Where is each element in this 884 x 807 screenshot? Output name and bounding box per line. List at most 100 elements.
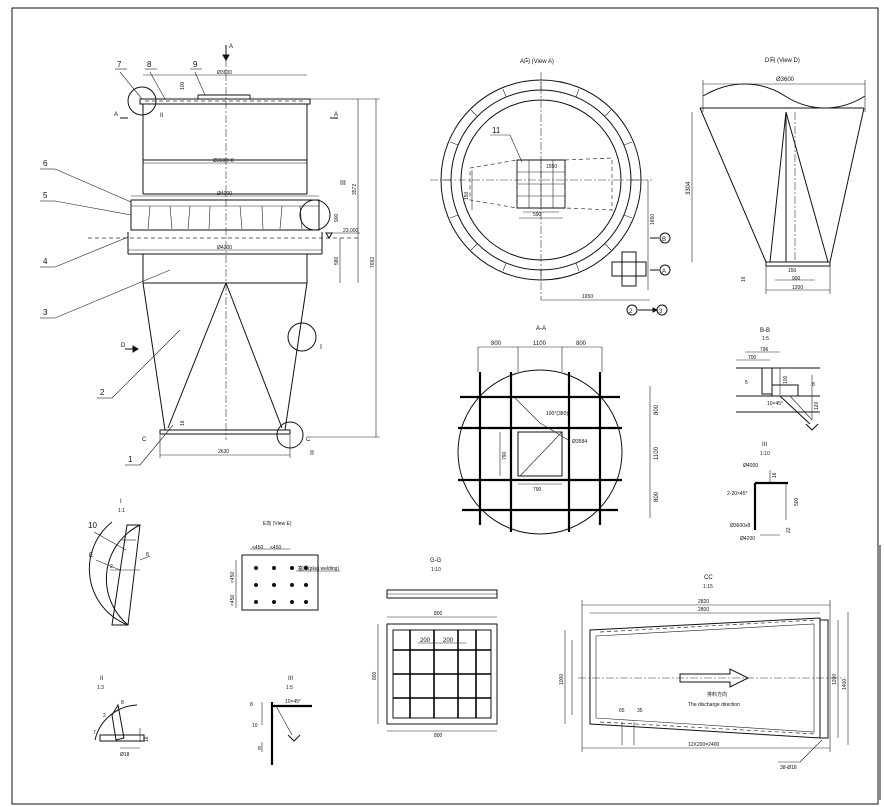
detail-iii-small bbox=[261, 702, 312, 765]
detail-iii-small-weld: 10×45° bbox=[285, 699, 301, 705]
section-aa-dim-w2: 1100 bbox=[533, 341, 547, 347]
section-mark-c-right: C bbox=[306, 437, 311, 443]
detail-i-label-2: 2 bbox=[110, 564, 113, 570]
section-aa-dim-dia: Ø3584 bbox=[572, 439, 587, 445]
callout-label-i: I bbox=[320, 344, 322, 351]
view-e-pitch-1: <450 bbox=[252, 545, 263, 551]
section-aa-dim-h2: 1100 bbox=[654, 446, 660, 460]
section-cc-dim-right1: 1200 bbox=[832, 674, 838, 685]
detail-iii-right bbox=[753, 470, 788, 536]
dim-bottom-h: 16 bbox=[180, 420, 186, 426]
detail-iii-dim-4200: Ø4200 bbox=[740, 536, 755, 542]
detail-i-label-8: 8 bbox=[146, 552, 149, 558]
section-aa bbox=[457, 346, 651, 535]
view-e-pitch-4: <450 bbox=[230, 595, 236, 606]
balloon-5: 5 bbox=[43, 191, 48, 200]
bottom-flange bbox=[159, 429, 291, 435]
detail-iii-small-dim-8: 8 bbox=[250, 702, 253, 708]
view-a-marker-2: 2 bbox=[629, 309, 633, 315]
stiffener-ring bbox=[130, 199, 320, 231]
section-cc-dim-top1: 2820 bbox=[698, 599, 709, 605]
balloon-9: 9 bbox=[193, 60, 198, 69]
detail-ii-scale: 1:3 bbox=[97, 685, 104, 691]
section-cc-flow-note: The discharge direction bbox=[688, 702, 740, 708]
balloon-2: 2 bbox=[100, 388, 105, 397]
detail-bb-weld: 10×45° bbox=[767, 401, 783, 407]
section-mark-a-right: A bbox=[334, 112, 338, 118]
balloon-6: 6 bbox=[43, 159, 48, 168]
detail-iii-dim-4000: Ø4000 bbox=[743, 463, 758, 469]
section-cc-flow-label: 排料方向 bbox=[707, 691, 727, 698]
section-cc-dim-left: 1000 bbox=[559, 674, 565, 685]
section-gg-dim-c2: 200 bbox=[443, 638, 454, 644]
detail-iii-small-dim-8b: 8 bbox=[258, 746, 261, 752]
view-e-pitch-3: <450 bbox=[230, 572, 236, 583]
detail-iii-weld: 2-20×45° bbox=[727, 491, 748, 497]
section-cc-dim-bottom: 12X200=2400 bbox=[688, 742, 720, 748]
section-mark-c-left: C bbox=[142, 437, 147, 443]
balloon-3: 3 bbox=[43, 308, 48, 317]
detail-i-title: I bbox=[120, 499, 122, 505]
dim-height-580: 580 bbox=[334, 256, 340, 265]
section-aa-dim-h1: 800 bbox=[654, 404, 660, 415]
balloon-10: 10 bbox=[88, 521, 97, 530]
section-gg-scale: 1:10 bbox=[431, 567, 441, 573]
view-a-marker-b: B bbox=[662, 237, 666, 243]
section-mark-d: D bbox=[121, 343, 126, 349]
section-cc-title: CC bbox=[704, 575, 713, 581]
discharge-arrow bbox=[679, 668, 750, 688]
view-e bbox=[235, 548, 340, 611]
balloon-11: 11 bbox=[492, 126, 501, 135]
view-d-dim-height: 3304 bbox=[686, 181, 692, 195]
detail-ii-title: II bbox=[100, 676, 104, 682]
dim-hopper-top: Ø4000 bbox=[217, 191, 232, 197]
detail-iii-title: III bbox=[762, 442, 767, 448]
detail-i-label-e: E bbox=[89, 553, 93, 559]
section-gg-dim-top: 800 bbox=[434, 611, 443, 617]
detail-iii-dim-16: 16 bbox=[772, 472, 778, 478]
detail-ii-dim-7: 7 bbox=[93, 730, 96, 736]
dim-pipe: 100 bbox=[180, 81, 186, 90]
dim-height-3572: 3572 bbox=[352, 184, 358, 195]
detail-iii-small-scale: 1:5 bbox=[286, 685, 293, 691]
detail-bb-dim-120: 120 bbox=[814, 401, 820, 410]
view-a-dim-1550: 1550 bbox=[546, 164, 557, 170]
top-flange bbox=[197, 94, 251, 100]
detail-bb-dim-796: 796 bbox=[760, 347, 769, 353]
section-cc-dim-right2: 1400 bbox=[842, 679, 848, 690]
callout-circle-i bbox=[287, 322, 317, 352]
dim-top-dia: Ø3600 bbox=[217, 70, 232, 76]
callout-circle-iii bbox=[299, 199, 331, 231]
view-a-dim-1650-a: 1650 bbox=[582, 294, 593, 300]
detail-bb-dim-100: 100 bbox=[783, 375, 789, 384]
detail-bb-title: B-B bbox=[760, 328, 770, 334]
detail-iii-dim-3600: Ø3600x8 bbox=[730, 523, 751, 529]
detail-bb-dim-700: 700 bbox=[748, 355, 757, 361]
detail-ii bbox=[94, 703, 145, 749]
section-cc-dim-35: 35 bbox=[637, 708, 643, 714]
view-a-dim-590: 590 bbox=[533, 212, 542, 218]
view-d-dim-150: 150 bbox=[788, 268, 797, 274]
section-gg-dim-side: 800 bbox=[372, 671, 378, 680]
elevation-label: 23.000 bbox=[343, 228, 359, 234]
section-aa-title: A-A bbox=[536, 326, 546, 332]
section-gg-dim-c1: 200 bbox=[420, 638, 431, 644]
section-aa-dim-inner-h: 790 bbox=[502, 451, 508, 460]
callout-circle-top bbox=[127, 86, 157, 116]
view-d-dim-16: 16 bbox=[741, 276, 747, 282]
plug-weld-points bbox=[254, 566, 308, 604]
view-d-dim-top: Ø3600 bbox=[776, 77, 795, 83]
callout-circle-ii bbox=[276, 421, 304, 449]
balloon-4: 4 bbox=[43, 257, 48, 266]
detail-bb bbox=[736, 351, 820, 431]
main-elevation-view bbox=[40, 45, 380, 466]
section-cc-scale: 1:15 bbox=[703, 584, 713, 590]
dim-height-900: 900 bbox=[334, 213, 340, 222]
section-mark-a: A bbox=[229, 44, 233, 50]
section-gg-dim-bottom: 800 bbox=[434, 733, 443, 739]
detail-ii-dim-2: 2 bbox=[103, 713, 106, 719]
detail-i-scale: 1:1 bbox=[118, 508, 125, 514]
section-gg bbox=[377, 589, 498, 732]
section-aa-dim-w3: 800 bbox=[576, 341, 587, 347]
